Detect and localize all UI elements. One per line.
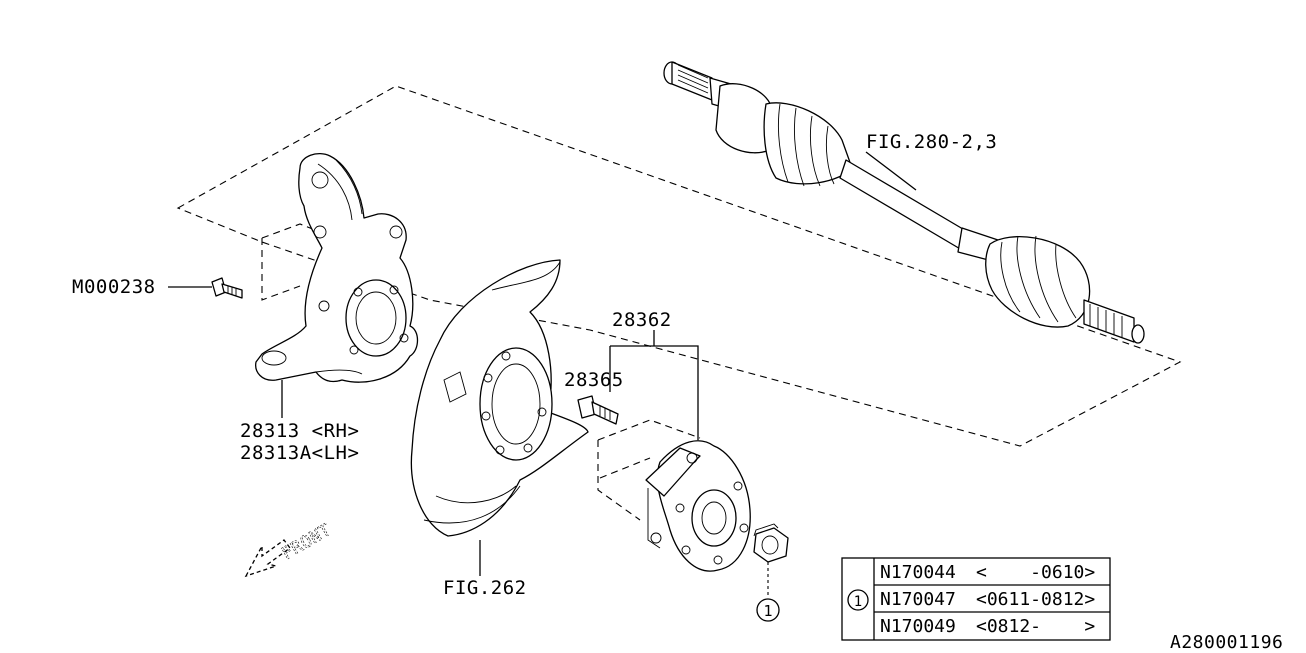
leader-fig280 xyxy=(865,151,917,191)
document-id: A280001196 xyxy=(1170,632,1283,653)
drive-shaft-icon xyxy=(663,61,1145,344)
table-row-range: <0611-0812> xyxy=(976,589,1095,610)
callout-1-text: 1 xyxy=(763,602,772,620)
label-28313-rh: 28313 <RH> xyxy=(240,420,359,442)
hub-dash-box xyxy=(597,419,701,521)
label-m000238: M000238 xyxy=(72,276,156,298)
label-front: FRONT xyxy=(279,520,335,564)
label-28362: 28362 xyxy=(612,309,672,331)
hub-unit-icon xyxy=(645,440,751,572)
parts-table: 1 N170044 < -0610> N170047 <0611-0812> N… xyxy=(841,557,1111,641)
label-fig-262: FIG.262 xyxy=(443,577,527,599)
front-arrow-icon xyxy=(244,539,291,578)
table-row-part: N170049 xyxy=(880,616,956,637)
label-fig-280: FIG.280-2,3 xyxy=(866,131,997,153)
label-28365: 28365 xyxy=(564,369,624,391)
dust-shield-icon xyxy=(410,259,589,537)
table-ref-1: 1 xyxy=(854,594,862,610)
steering-knuckle-icon xyxy=(255,153,419,383)
leader-28362 xyxy=(610,330,699,440)
callout-1-circle xyxy=(756,598,780,622)
table-row-range: <0812- > xyxy=(976,616,1095,637)
table-row-range: < -0610> xyxy=(976,562,1095,583)
table-row-part: N170044 xyxy=(880,562,956,583)
bolt-m000238-icon xyxy=(211,277,243,299)
hub-bolt-icon xyxy=(577,395,619,425)
label-28313a-lh: 28313A<LH> xyxy=(240,442,359,464)
table-row-part: N170047 xyxy=(880,589,956,610)
knuckle-dash-box xyxy=(261,223,341,301)
assembly-outline xyxy=(176,85,1182,447)
axle-nut-icon xyxy=(753,523,789,563)
